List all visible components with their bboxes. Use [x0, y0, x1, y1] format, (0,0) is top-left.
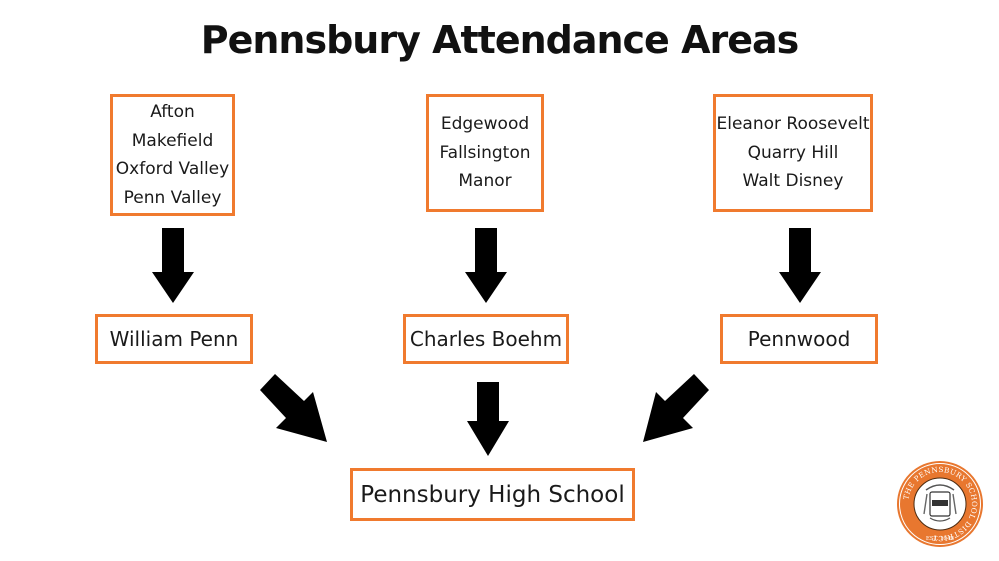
elementary-school: Oxford Valley: [115, 159, 230, 179]
middle-school-box-2: Charles Boehm: [403, 314, 569, 364]
elementary-school: Eleanor Roosevelt: [716, 114, 870, 135]
seal-est-text: EST. 1948: [926, 536, 955, 542]
arrow-down-icon: [779, 228, 821, 303]
elementary-school: Penn Valley: [123, 187, 222, 208]
elementary-box-2: Edgewood Fallsington Manor: [426, 94, 544, 212]
elementary-school: Makefield: [131, 130, 214, 151]
high-school-box: Pennsbury High School: [350, 468, 635, 521]
arrow-down-icon: [467, 382, 509, 456]
arrow-down-icon: [465, 228, 507, 303]
middle-school-box-1: William Penn: [95, 314, 253, 364]
arrow-diagonal-right-icon: [260, 374, 327, 442]
elementary-school: Afton: [150, 102, 195, 122]
elementary-school: Manor: [458, 171, 512, 192]
arrow-down-icon: [152, 228, 194, 303]
arrow-diagonal-left-icon: [643, 374, 709, 442]
district-seal-icon: THE PENNSBURY SCHOOL DISTRICT EST. 1948: [897, 461, 983, 547]
elementary-school: Walt Disney: [742, 171, 844, 192]
elementary-box-3: Eleanor Roosevelt Quarry Hill Walt Disne…: [713, 94, 873, 212]
elementary-box-1: Afton Makefield Oxford Valley Penn Valle…: [110, 94, 235, 216]
page-title: Pennsbury Attendance Areas: [200, 18, 800, 62]
elementary-school: Quarry Hill: [747, 142, 839, 163]
elementary-school: Fallsington: [439, 142, 531, 163]
elementary-school: Edgewood: [440, 114, 530, 135]
middle-school-box-3: Pennwood: [720, 314, 878, 364]
